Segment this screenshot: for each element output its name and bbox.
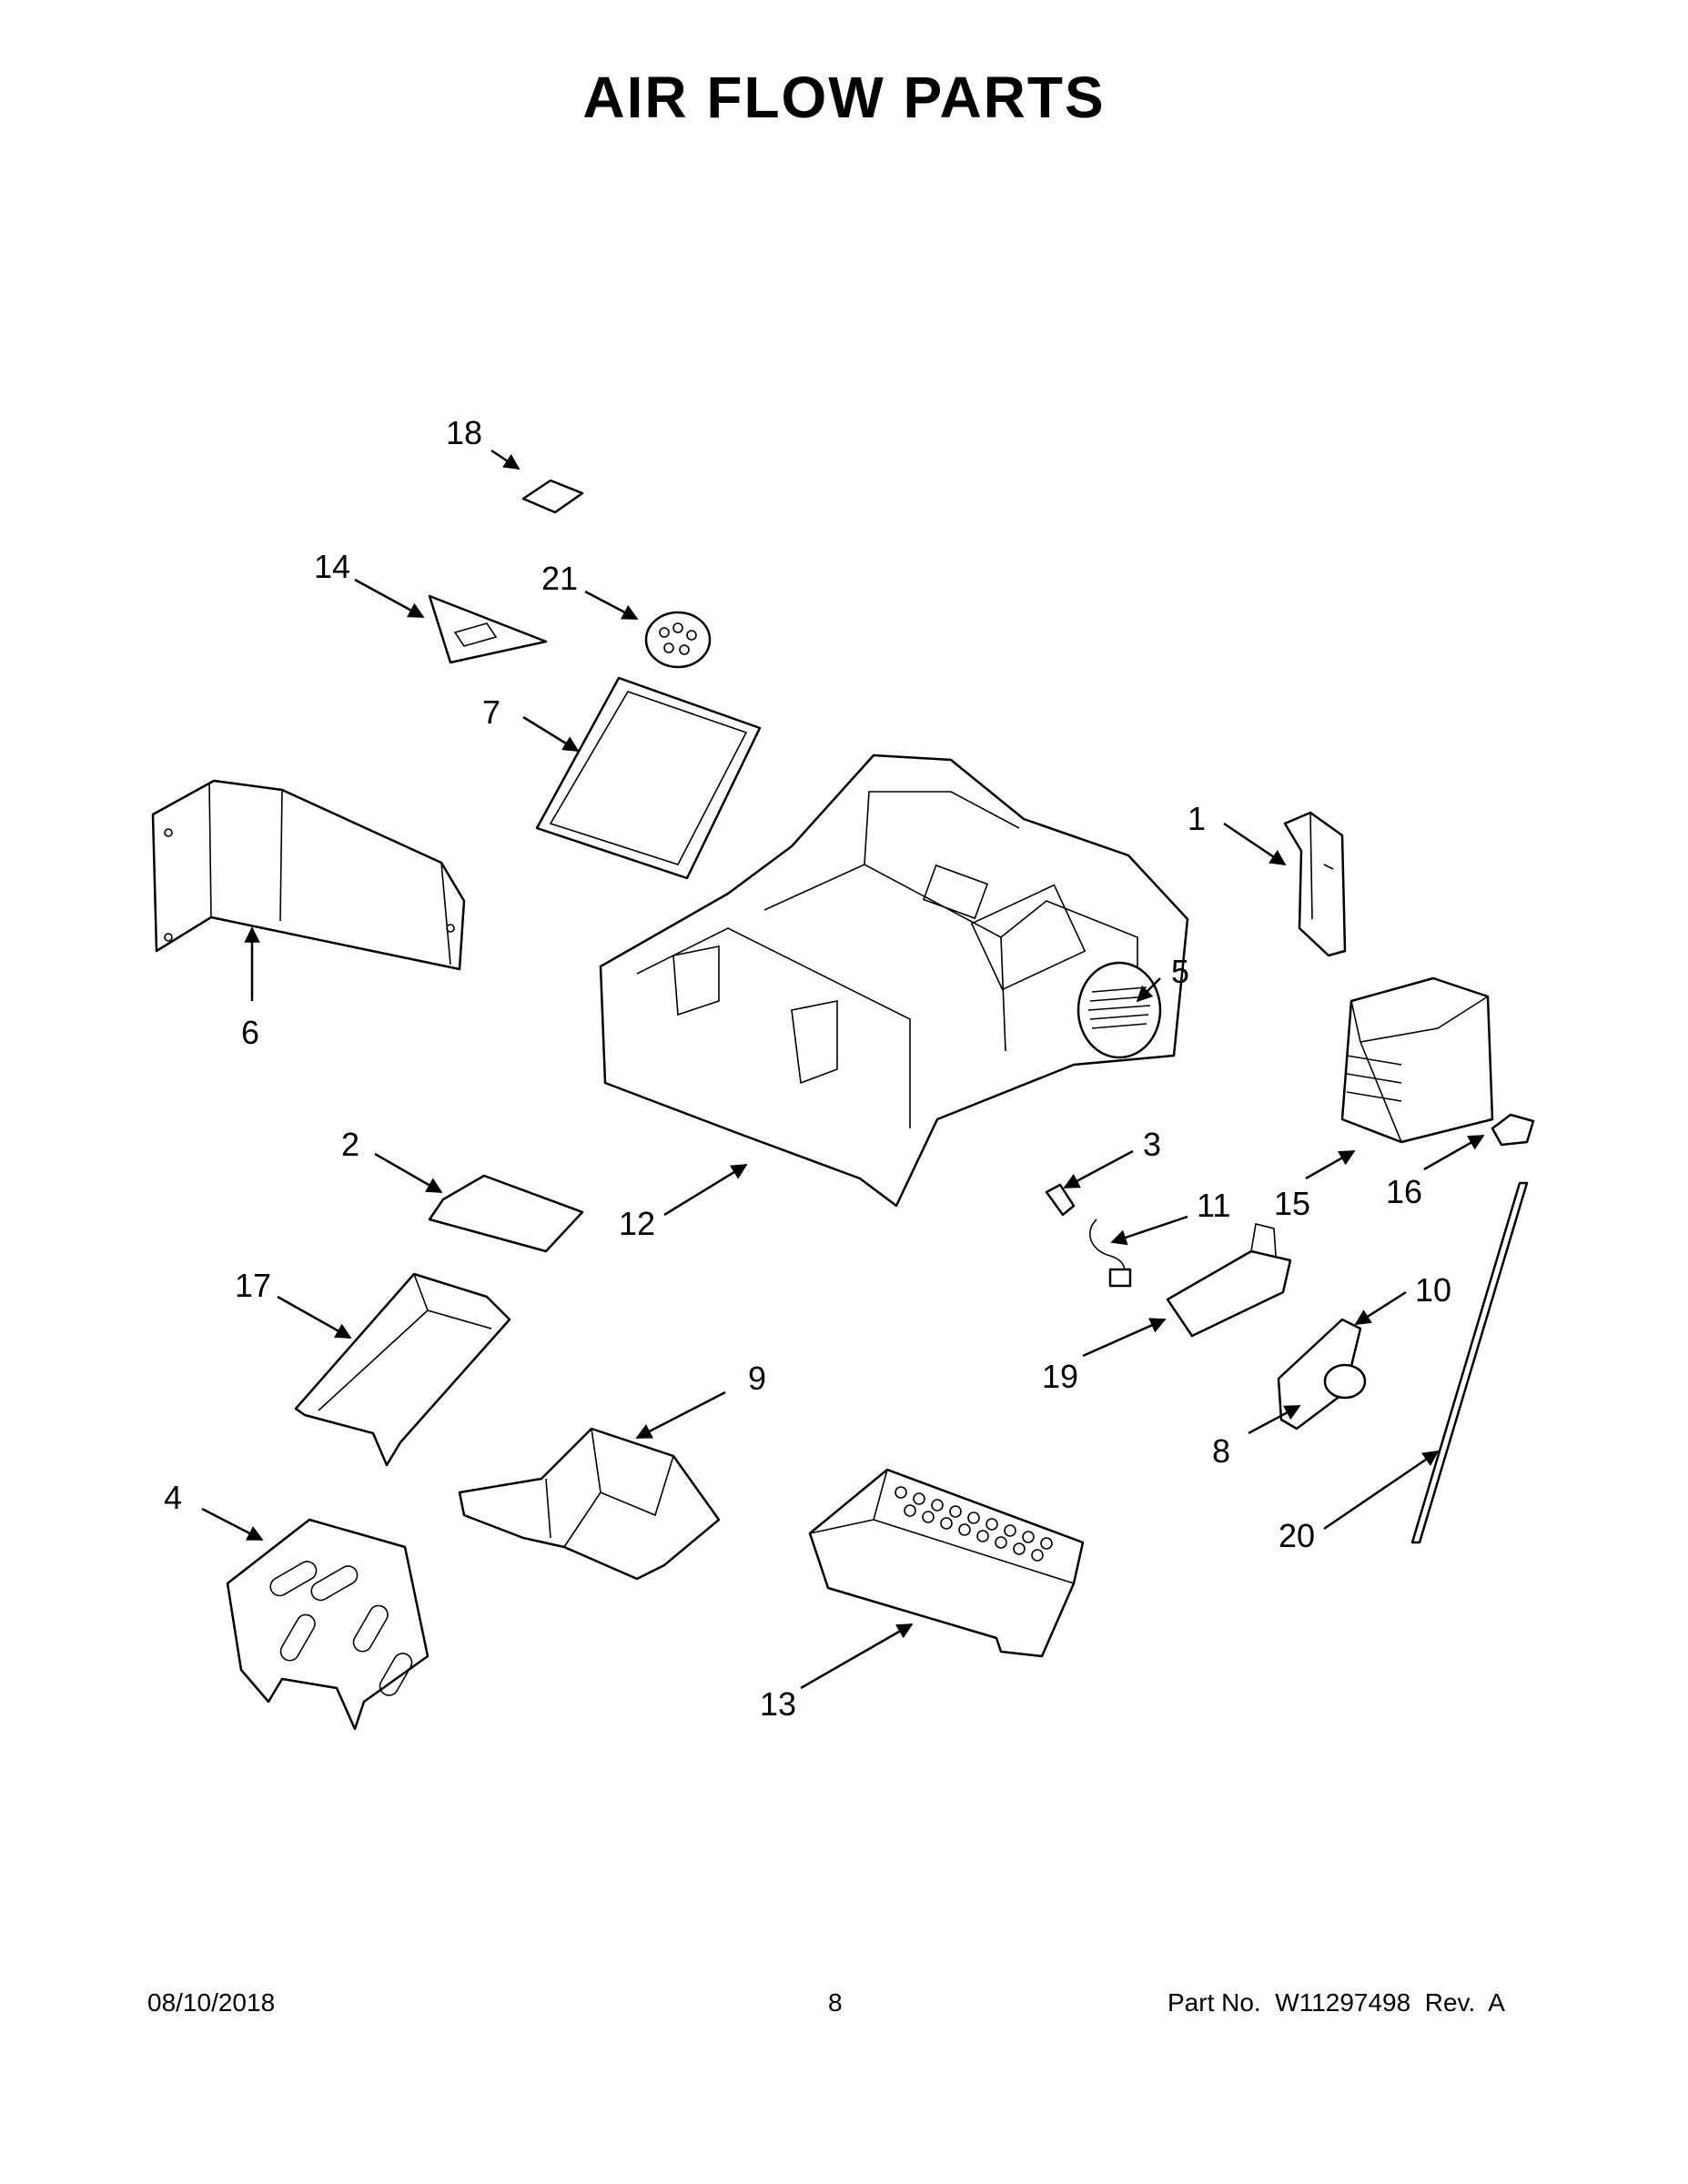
- part-9-air-guide: [458, 1427, 721, 1581]
- leader-lines: [201, 449, 1485, 1690]
- part-11-harness: [1088, 1218, 1132, 1288]
- part-12-base-housing: [599, 753, 1189, 1208]
- part-7-frame: [535, 676, 762, 880]
- part-10-switch: [1277, 1318, 1367, 1431]
- callout-5: 5: [1171, 953, 1189, 990]
- part-19-board: [1166, 1223, 1292, 1338]
- callout-8: 8: [1212, 1432, 1230, 1470]
- callout-19: 19: [1042, 1358, 1078, 1395]
- part-5-blower-wheel: [1076, 961, 1162, 1059]
- part-17-duct-cover: [294, 1272, 511, 1467]
- footer-part-number: Part No. W11297498 Rev. A: [1167, 1988, 1505, 2017]
- callout-18: 18: [446, 414, 482, 451]
- page-title: AIR FLOW PARTS: [582, 65, 1106, 130]
- callout-3: 3: [1143, 1126, 1161, 1163]
- part-3-sensor: [1045, 1183, 1076, 1217]
- callout-2: 2: [341, 1126, 359, 1163]
- footer-page-number: 8: [828, 1988, 843, 2017]
- callout-12: 12: [619, 1205, 655, 1242]
- part-2-plate: [428, 1174, 584, 1253]
- callout-7: 7: [482, 693, 500, 731]
- callout-6: 6: [241, 1014, 259, 1051]
- callout-9: 9: [748, 1360, 766, 1397]
- part-16-thermostat: [1491, 1113, 1535, 1147]
- callout-20: 20: [1279, 1517, 1315, 1554]
- callout-4: 4: [164, 1479, 182, 1516]
- footer-date: 08/10/2018: [147, 1988, 276, 2017]
- callout-11: 11: [1197, 1187, 1230, 1224]
- callout-15: 15: [1274, 1185, 1310, 1222]
- part-13-grille-tray: [808, 1468, 1085, 1658]
- callout-1: 1: [1188, 800, 1206, 837]
- callout-16: 16: [1386, 1173, 1422, 1210]
- part-21-motor: [644, 611, 712, 669]
- part-1-bracket: [1283, 811, 1347, 957]
- part-20-strip: [1410, 1181, 1529, 1544]
- part-14-plate: [428, 594, 548, 664]
- part-18-label: [521, 479, 584, 514]
- callout-21: 21: [541, 560, 578, 597]
- part-6-shield: [151, 779, 466, 971]
- part-4-slotted-bracket: [226, 1518, 430, 1731]
- callout-labels: 18 14 21 7 1 5 6 2 3 12 11 15 16 19 10 8…: [164, 414, 1451, 1723]
- callout-10: 10: [1415, 1271, 1451, 1309]
- callout-13: 13: [760, 1685, 796, 1723]
- callout-17: 17: [235, 1267, 271, 1304]
- callout-14: 14: [314, 548, 350, 585]
- part-15-transformer: [1340, 976, 1494, 1144]
